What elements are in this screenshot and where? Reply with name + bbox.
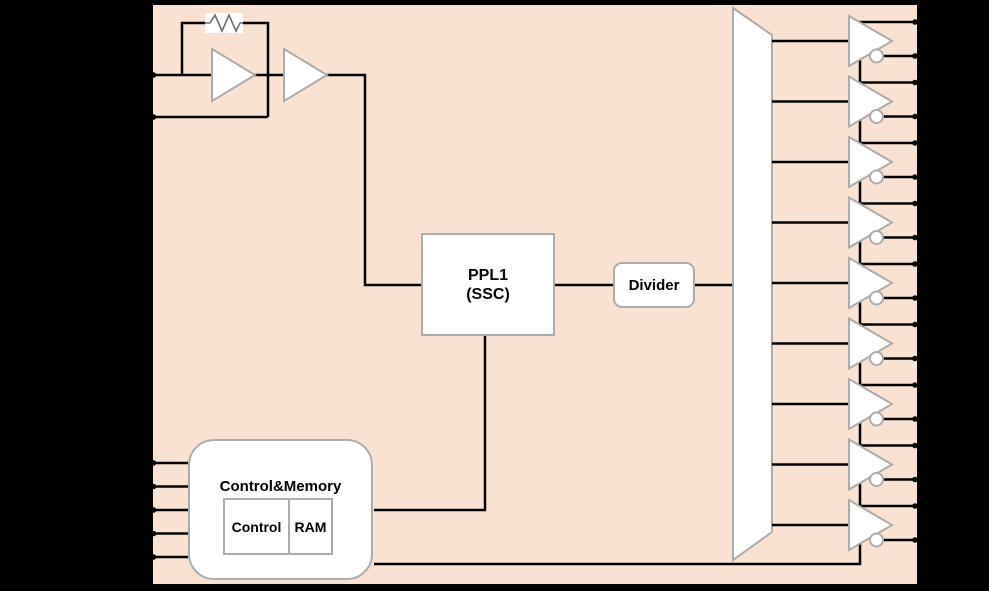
- pin-dot: [150, 530, 157, 537]
- divider-label: Divider: [628, 276, 680, 294]
- pin-dot: [150, 72, 157, 78]
- output-pin-dot: [912, 442, 918, 449]
- pin-dot: [150, 460, 157, 466]
- osc-amp-icon: [211, 47, 257, 103]
- output-pin-dot: [912, 140, 918, 146]
- output-pin-dot: [912, 79, 918, 86]
- output-pin-dot: [912, 53, 918, 59]
- inversion-bubble-icon: [869, 290, 884, 306]
- pll-to-control-wire: [374, 336, 487, 512]
- pin-dot: [150, 483, 157, 490]
- output-pin-dot: [912, 416, 918, 422]
- ram-cell: RAM: [294, 518, 327, 535]
- control-memory-title: Control&Memory: [219, 478, 342, 495]
- pin-dot: [150, 507, 157, 513]
- osc-to-pll-wire: [327, 73, 421, 287]
- oscillator-wires: [152, 21, 421, 287]
- control-to-outputs-wire: [374, 542, 862, 566]
- core-wires: [374, 283, 862, 566]
- inversion-bubble-icon: [869, 230, 884, 245]
- fanout-trapezoid: [732, 6, 773, 562]
- output-pin-dot: [912, 321, 918, 328]
- output-pin-dot: [912, 200, 918, 207]
- inversion-bubble-icon: [869, 109, 884, 124]
- pll-label-line2: (SSC): [466, 285, 510, 303]
- output-pin-dot: [912, 355, 918, 362]
- pin-dot: [150, 554, 157, 560]
- output-pin-dot: [912, 503, 918, 509]
- inversion-bubble-icon: [869, 532, 884, 548]
- inversion-bubble-icon: [869, 411, 884, 427]
- output-pin-dot: [912, 476, 918, 483]
- pll-block: PPL1 (SSC): [421, 233, 555, 336]
- output-pin-dot: [912, 174, 918, 180]
- pin-dot: [150, 114, 157, 120]
- osc-buffer-icon: [283, 47, 329, 103]
- control-pins-group: [150, 460, 188, 560]
- inversion-bubble-icon: [869, 351, 884, 366]
- output-pin-dot: [912, 113, 918, 120]
- pll-label-line1: PPL1: [467, 266, 508, 284]
- osc-feedback-wire-right: [243, 21, 270, 117]
- control-memory-inner-box: Control RAM: [223, 498, 333, 555]
- output-pin-dot: [912, 261, 918, 267]
- output-pin-dot: [912, 537, 918, 543]
- chip-border-top-bottom: [150, 2, 917, 587]
- output-buffers-group: [772, 14, 918, 552]
- divider-block: Divider: [613, 262, 695, 308]
- output-pin-dot: [912, 19, 918, 25]
- resistor-zigzag-icon: [205, 13, 243, 33]
- osc-feedback-wire-left: [180, 21, 205, 75]
- control-cell: Control: [225, 500, 290, 553]
- inversion-bubble-icon: [869, 169, 884, 185]
- output-pin-dot: [912, 234, 918, 241]
- inversion-bubble-icon: [869, 48, 884, 64]
- control-memory-block: Control&Memory Control RAM: [188, 439, 373, 580]
- output-pin-dot: [912, 382, 918, 388]
- resistor-box: [205, 13, 243, 33]
- inversion-bubble-icon: [869, 472, 884, 487]
- output-pin-dot: [912, 295, 918, 301]
